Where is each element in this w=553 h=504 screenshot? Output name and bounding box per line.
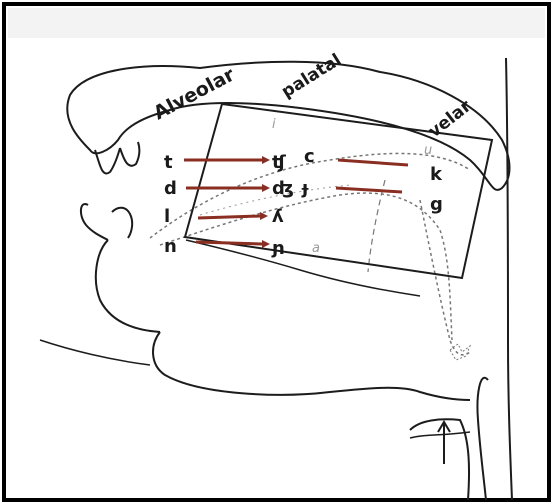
phoneme-d: d	[164, 178, 177, 199]
airflow-arrow	[438, 422, 450, 464]
phoneme-t: t	[164, 152, 173, 173]
lower-jaw	[153, 332, 470, 400]
pharynx-wall	[506, 58, 512, 500]
phoneme-l: l	[164, 206, 170, 227]
phoneme-k: k	[430, 164, 443, 185]
arrow-n-to-palatal-n	[196, 242, 262, 244]
phoneme-n: n	[164, 236, 177, 257]
arrow-d-to-dzh-head	[262, 184, 270, 192]
arrows	[184, 156, 408, 248]
tongue-dotted-2	[160, 193, 452, 340]
phoneme-c: c	[304, 146, 315, 167]
shadow-band	[8, 8, 545, 38]
phoneme-g: g	[430, 194, 443, 215]
arrow-t-to-tsh-head	[262, 156, 270, 164]
tongue-floor	[186, 240, 420, 296]
neck-line	[40, 340, 150, 365]
phoneme-tsh: ʧ	[272, 152, 286, 173]
vowel-mark-back: u	[424, 143, 432, 158]
arrow-l-to-palatal-l-head	[260, 212, 268, 220]
arrow-jj-to-g	[336, 188, 402, 192]
larynx	[410, 378, 488, 500]
region-label-alveolar: Alveolar	[150, 63, 239, 124]
arrow-l-to-palatal-l	[198, 216, 260, 218]
arrow-n-to-palatal-n-head	[262, 240, 270, 248]
phoneme-jj: ɟ	[301, 178, 309, 199]
vocal-fold	[410, 432, 470, 438]
vowel-mark-open: a	[312, 241, 320, 256]
phoneme-palatal-l: ʎ	[272, 206, 284, 227]
lower-teeth-lip	[81, 204, 160, 332]
upper-teeth	[95, 142, 139, 173]
vowel-mark-close-front: i	[272, 117, 276, 132]
phoneme-palatal-n: ɲ	[271, 238, 285, 259]
arrow-c-to-k	[338, 160, 408, 165]
region-label-palatal: palatal	[278, 50, 345, 102]
phoneme-dzh: ʤ	[272, 178, 294, 199]
